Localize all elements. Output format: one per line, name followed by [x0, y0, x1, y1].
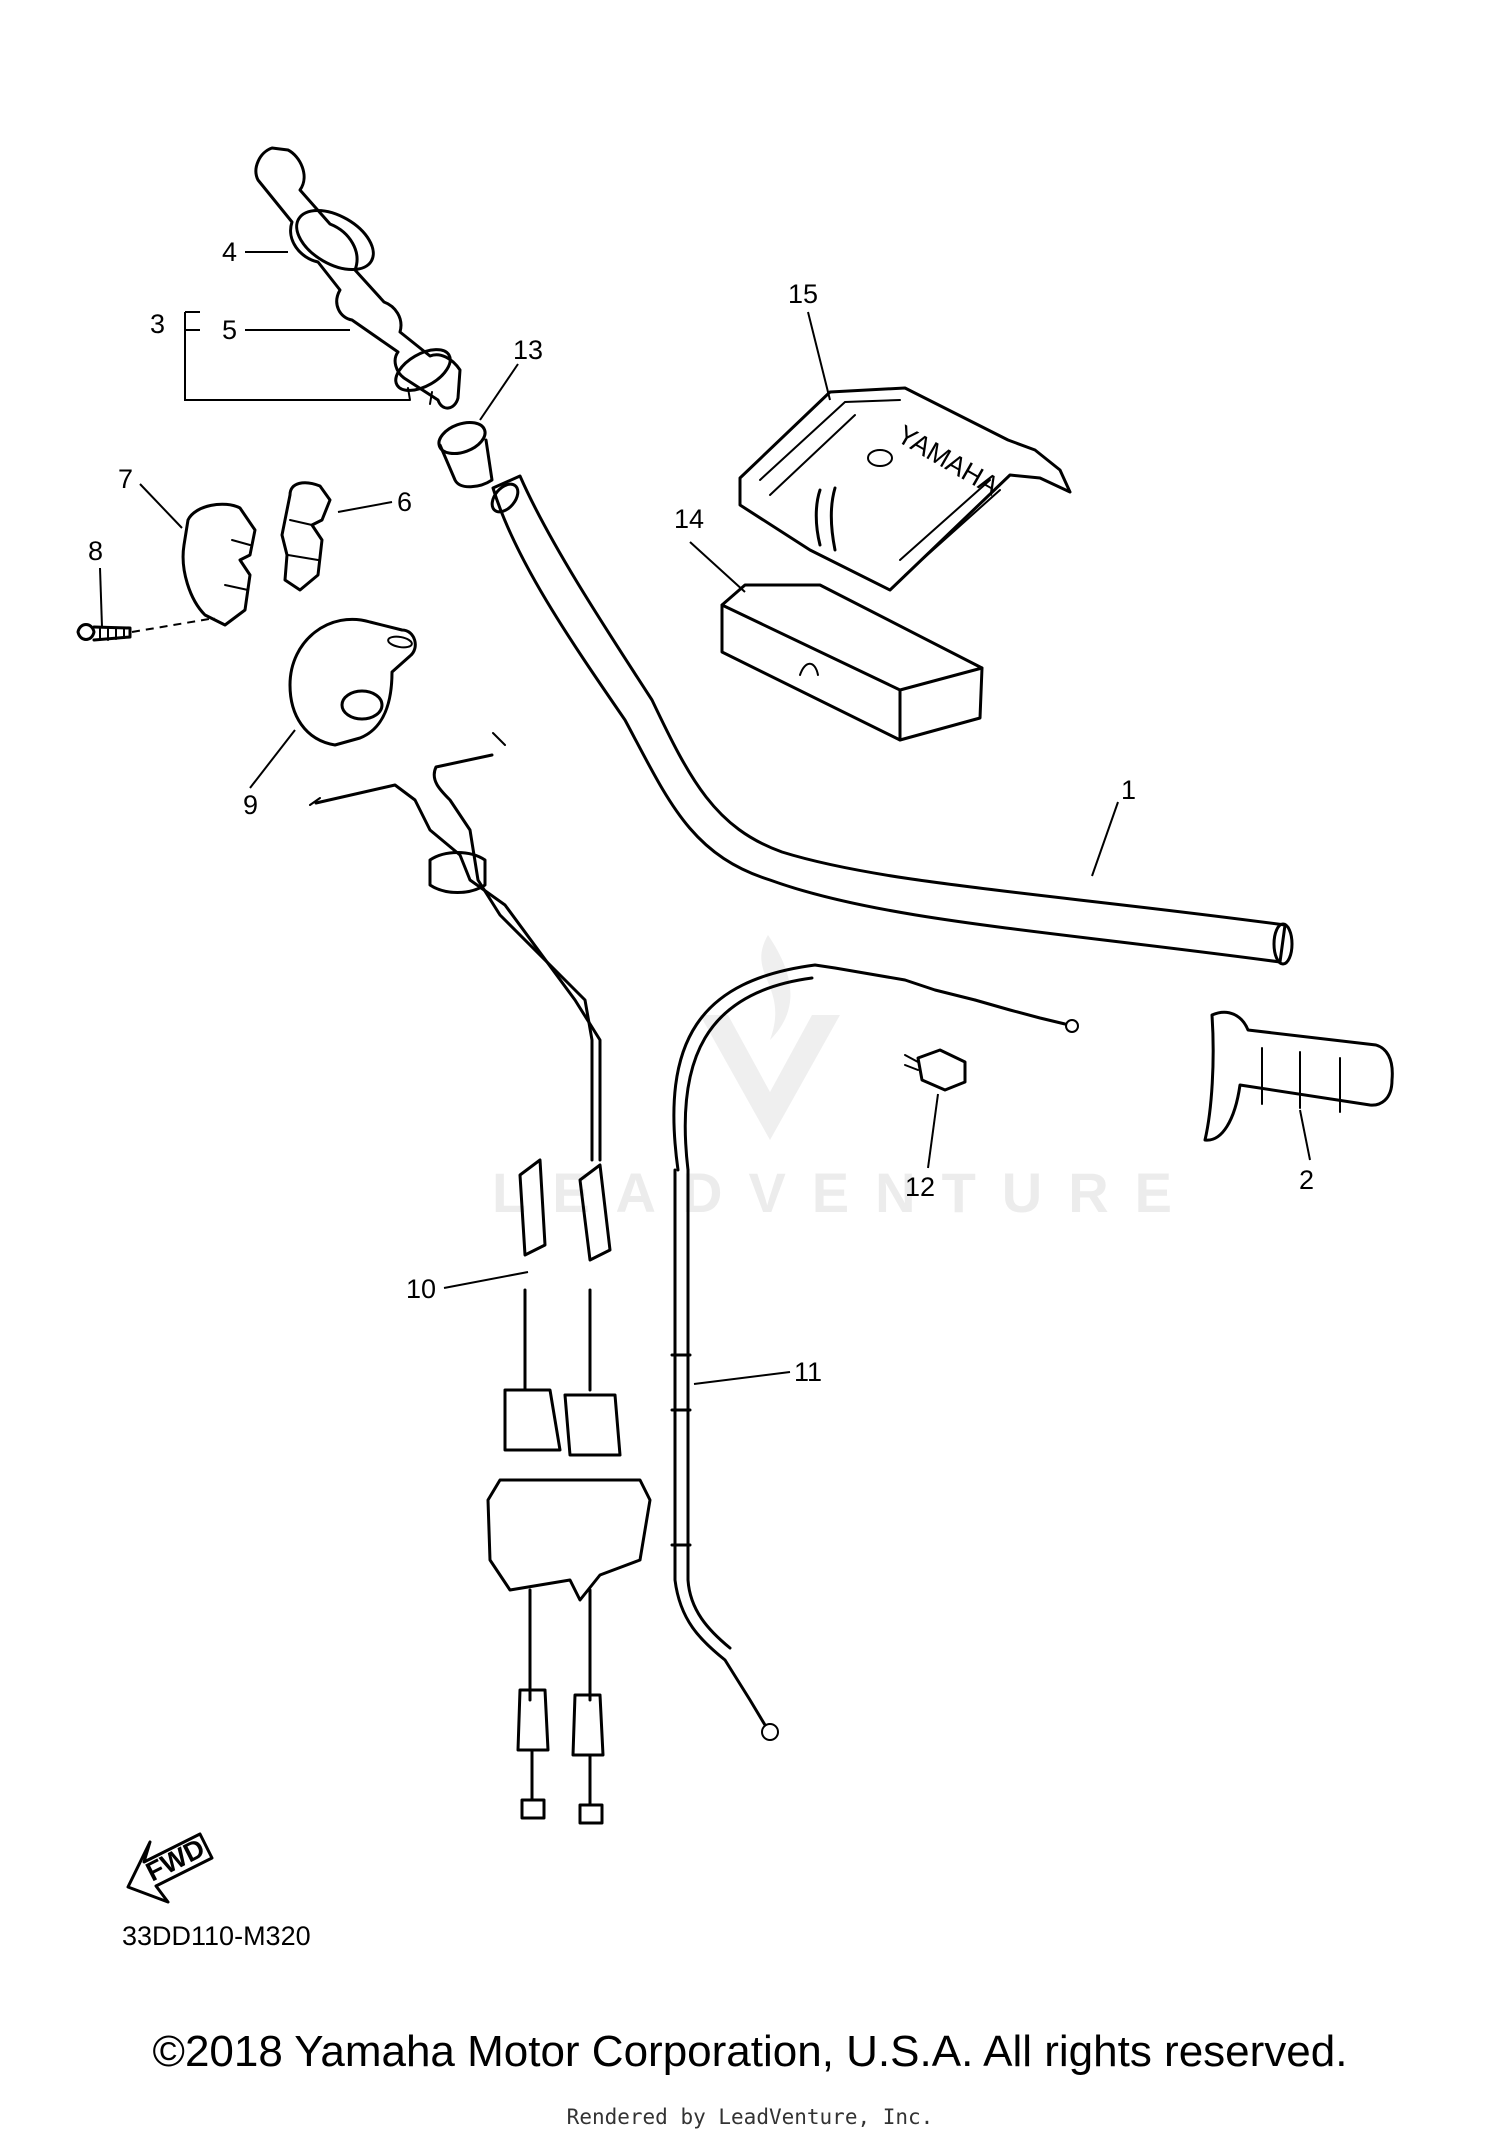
leadventure-watermark: LEADVENTURE — [492, 935, 1198, 1224]
callout-8: 8 — [88, 536, 103, 566]
right-grip[interactable] — [1203, 1010, 1394, 1142]
callout-2: 2 — [1299, 1165, 1314, 1195]
throttle-housing-lower[interactable] — [181, 502, 257, 627]
handlebar-cover[interactable]: YAMAHA — [738, 386, 1072, 592]
handlebar-pad[interactable] — [720, 583, 984, 742]
rendered-by-notice: Rendered by LeadVenture, Inc. — [566, 2105, 934, 2129]
callout-7: 7 — [118, 464, 133, 494]
cover-brand-text: YAMAHA — [892, 419, 1004, 501]
throttle-housing-upper[interactable] — [280, 481, 332, 592]
callout-12: 12 — [905, 1172, 935, 1202]
callout-14: 14 — [674, 504, 704, 534]
callouts: 1 2 3 4 5 6 7 8 9 10 11 12 13 14 15 — [88, 237, 1314, 1387]
throttle-cables[interactable] — [309, 732, 652, 1825]
callout-13: 13 — [513, 335, 543, 365]
copyright-notice: ©2018 Yamaha Motor Corporation, U.S.A. A… — [152, 2027, 1348, 2076]
screw[interactable] — [76, 617, 216, 642]
clutch-cable[interactable] — [670, 963, 1079, 1741]
collar[interactable] — [435, 417, 523, 517]
cable-adjuster[interactable] — [904, 1048, 967, 1092]
callout-1: 1 — [1121, 775, 1136, 805]
callout-10: 10 — [406, 1274, 436, 1304]
watermark-text: LEADVENTURE — [492, 1161, 1198, 1224]
left-grip-assembly[interactable] — [254, 146, 462, 410]
diagram-code: 33DD110-M320 — [122, 1921, 311, 1951]
callout-5: 5 — [222, 315, 237, 345]
fwd-arrow: FWD — [126, 1832, 214, 1904]
callout-6: 6 — [397, 487, 412, 517]
leader-lines — [99, 251, 1311, 1385]
handlebar[interactable] — [491, 474, 1294, 966]
callout-3: 3 — [150, 309, 165, 339]
callout-9: 9 — [243, 790, 258, 820]
throttle-cam[interactable] — [288, 617, 417, 747]
fwd-label: FWD — [141, 1833, 209, 1888]
callout-15: 15 — [788, 279, 818, 309]
callout-11: 11 — [794, 1357, 822, 1387]
callout-4: 4 — [222, 237, 237, 267]
